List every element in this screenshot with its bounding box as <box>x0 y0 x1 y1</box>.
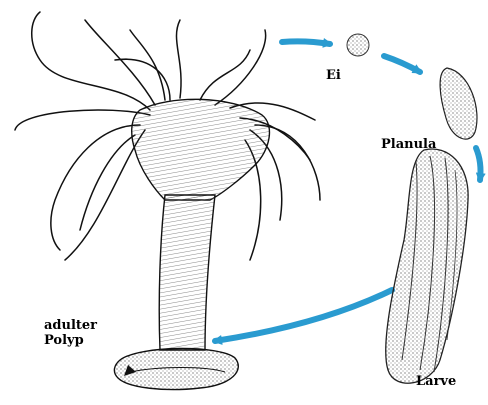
arrow-egg-to-planula <box>384 56 420 72</box>
adult-polyp-label-line2: Polyp <box>44 333 97 348</box>
egg-illustration <box>347 34 369 56</box>
polyp-base <box>114 348 238 389</box>
arrow-larva-to-polyp <box>215 290 392 341</box>
larva-label: Larve <box>416 374 456 389</box>
polyp-stalk <box>159 195 215 350</box>
planula-illustration <box>440 68 477 139</box>
larva-illustration <box>386 149 468 383</box>
adult-polyp-label-line1: adulter <box>44 318 97 333</box>
polyp-crown <box>132 99 270 200</box>
arrow-planula-to-larva <box>476 148 481 180</box>
arrow-polyp-to-egg <box>282 41 330 44</box>
adult-polyp-label: adulter Polyp <box>44 318 97 348</box>
egg-label: Ei <box>326 68 341 83</box>
planula-label: Planula <box>381 137 436 152</box>
